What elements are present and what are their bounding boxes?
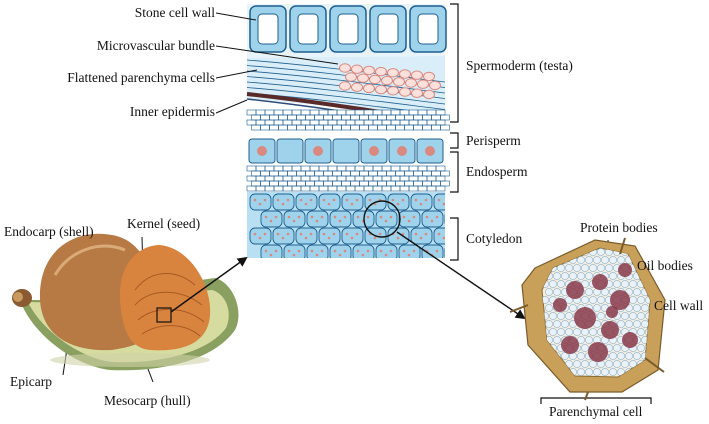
- cotyledon-cells: [247, 192, 445, 258]
- label-protein-bodies: Protein bodies: [580, 220, 658, 235]
- label-cotyledon: Cotyledon: [466, 231, 523, 246]
- label-stone-cell-wall: Stone cell wall: [134, 5, 215, 20]
- perisperm-cells: [247, 136, 445, 166]
- label-spermoderm: Spermoderm (testa): [466, 58, 573, 73]
- label-flattened-parenchyma: Flattened parenchyma cells: [67, 70, 215, 85]
- arrow-to-cell: [396, 231, 526, 320]
- zoom-square: [156, 307, 172, 323]
- label-mesocarp: Mesocarp (hull): [104, 393, 191, 408]
- label-microvascular-bundle: Microvascular bundle: [96, 38, 215, 53]
- label-perisperm: Perisperm: [466, 133, 521, 148]
- label-inner-epidermis: Inner epidermis: [129, 104, 215, 119]
- label-parenchymal-cell: Parenchymal cell: [549, 404, 643, 419]
- label-kernel: Kernel (seed): [127, 216, 201, 231]
- kernel-seed: [119, 245, 211, 351]
- brick-layer-bottom: [246, 165, 450, 192]
- stone-cells: [249, 5, 447, 53]
- label-cell-wall: Cell wall: [654, 298, 704, 313]
- label-oil-bodies: Oil bodies: [637, 258, 693, 273]
- arrow-to-section: [170, 256, 248, 313]
- protein-bodies: [553, 263, 638, 362]
- microvascular-bundle-cells: [339, 63, 441, 100]
- stone-cell-layer: [247, 4, 447, 60]
- nut-illustration: [12, 233, 239, 371]
- brick-layer-top: [246, 109, 450, 131]
- label-epicarp: Epicarp: [10, 374, 52, 389]
- zoom-circle: [363, 200, 401, 238]
- label-endosperm: Endosperm: [466, 164, 528, 179]
- section-brackets: [450, 3, 652, 404]
- label-endocarp: Endocarp (shell): [4, 224, 94, 239]
